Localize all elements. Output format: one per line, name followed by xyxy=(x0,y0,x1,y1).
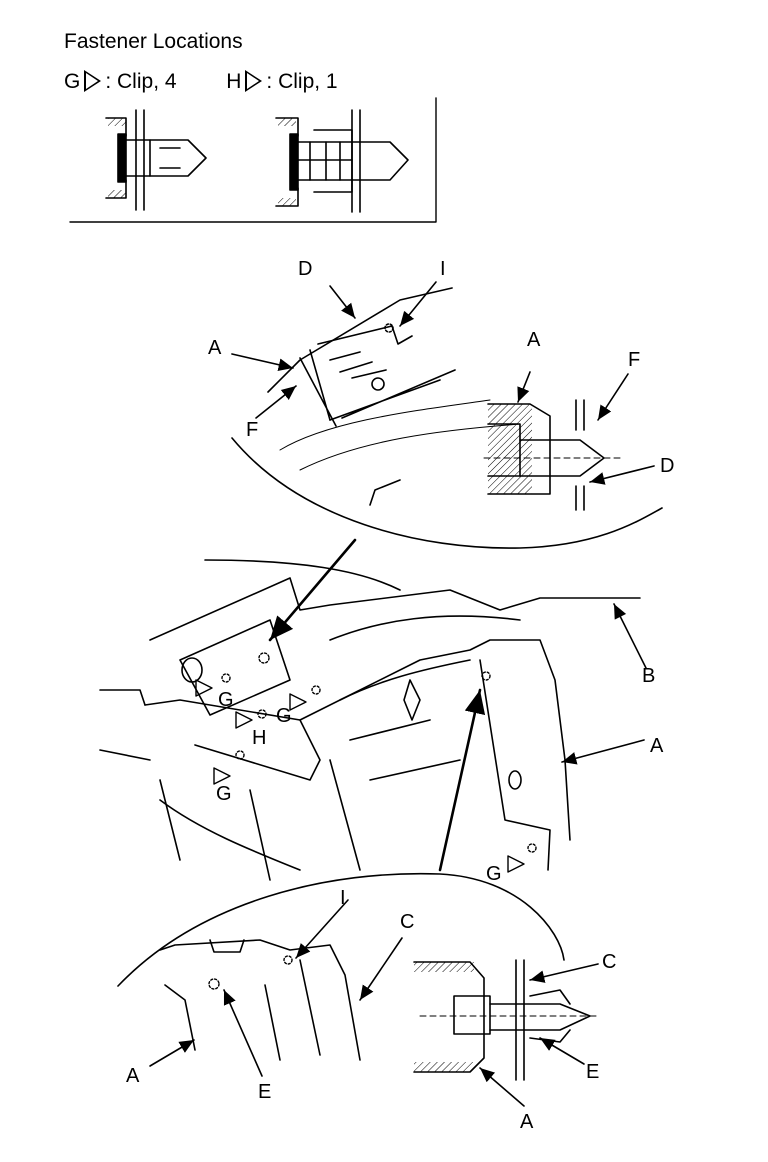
label-a: A xyxy=(527,329,541,351)
label-d: D xyxy=(660,455,674,477)
label-g: G xyxy=(486,863,502,885)
label-i: I xyxy=(440,258,446,280)
label-h: H xyxy=(252,727,266,749)
clip-h-detail xyxy=(275,109,409,213)
label-b: B xyxy=(642,665,655,687)
label-c: C xyxy=(400,911,414,933)
part-labels: D I A F A F D B A G G H G G I C C A E E … xyxy=(126,258,674,1133)
fastener-legend-box xyxy=(69,97,437,223)
lower-callout xyxy=(117,688,601,1081)
legend-g-letter: G xyxy=(64,70,81,93)
legend-row: G : Clip, 4 H : Clip, 1 xyxy=(64,70,338,94)
label-f: F xyxy=(628,349,640,371)
clip-g-detail xyxy=(105,109,207,211)
label-g: G xyxy=(216,783,232,805)
leader-lines xyxy=(149,281,655,1107)
label-c: C xyxy=(602,951,616,973)
triangle-marker-icon xyxy=(84,70,102,92)
legend-h-letter: H xyxy=(226,70,242,93)
label-a: A xyxy=(208,337,222,359)
clip-g-marker-icon xyxy=(289,693,307,711)
clip-ce-detail xyxy=(413,959,601,1081)
label-e: E xyxy=(258,1081,271,1103)
label-d: D xyxy=(298,258,312,280)
triangle-marker-icon xyxy=(245,70,263,92)
upper-callout xyxy=(231,287,663,642)
label-g: G xyxy=(218,689,234,711)
diagram-title: Fastener Locations xyxy=(64,30,243,53)
label-i: I xyxy=(340,887,346,909)
clip-g-marker-icon xyxy=(507,855,525,873)
main-assembly xyxy=(99,559,641,881)
legend-h-text: : Clip, 1 xyxy=(266,70,338,93)
clip-g-marker-icon xyxy=(213,767,231,785)
label-a: A xyxy=(126,1065,140,1087)
fastener-markers xyxy=(195,652,537,990)
clip-f-detail xyxy=(483,399,621,511)
label-a: A xyxy=(650,735,664,757)
label-g: G xyxy=(276,705,292,727)
label-a: A xyxy=(520,1111,534,1133)
legend-g-text: : Clip, 4 xyxy=(105,70,177,93)
clip-g-marker-icon xyxy=(195,679,213,697)
label-e: E xyxy=(586,1061,599,1083)
clip-h-marker-icon xyxy=(235,711,253,729)
label-f: F xyxy=(246,419,258,441)
